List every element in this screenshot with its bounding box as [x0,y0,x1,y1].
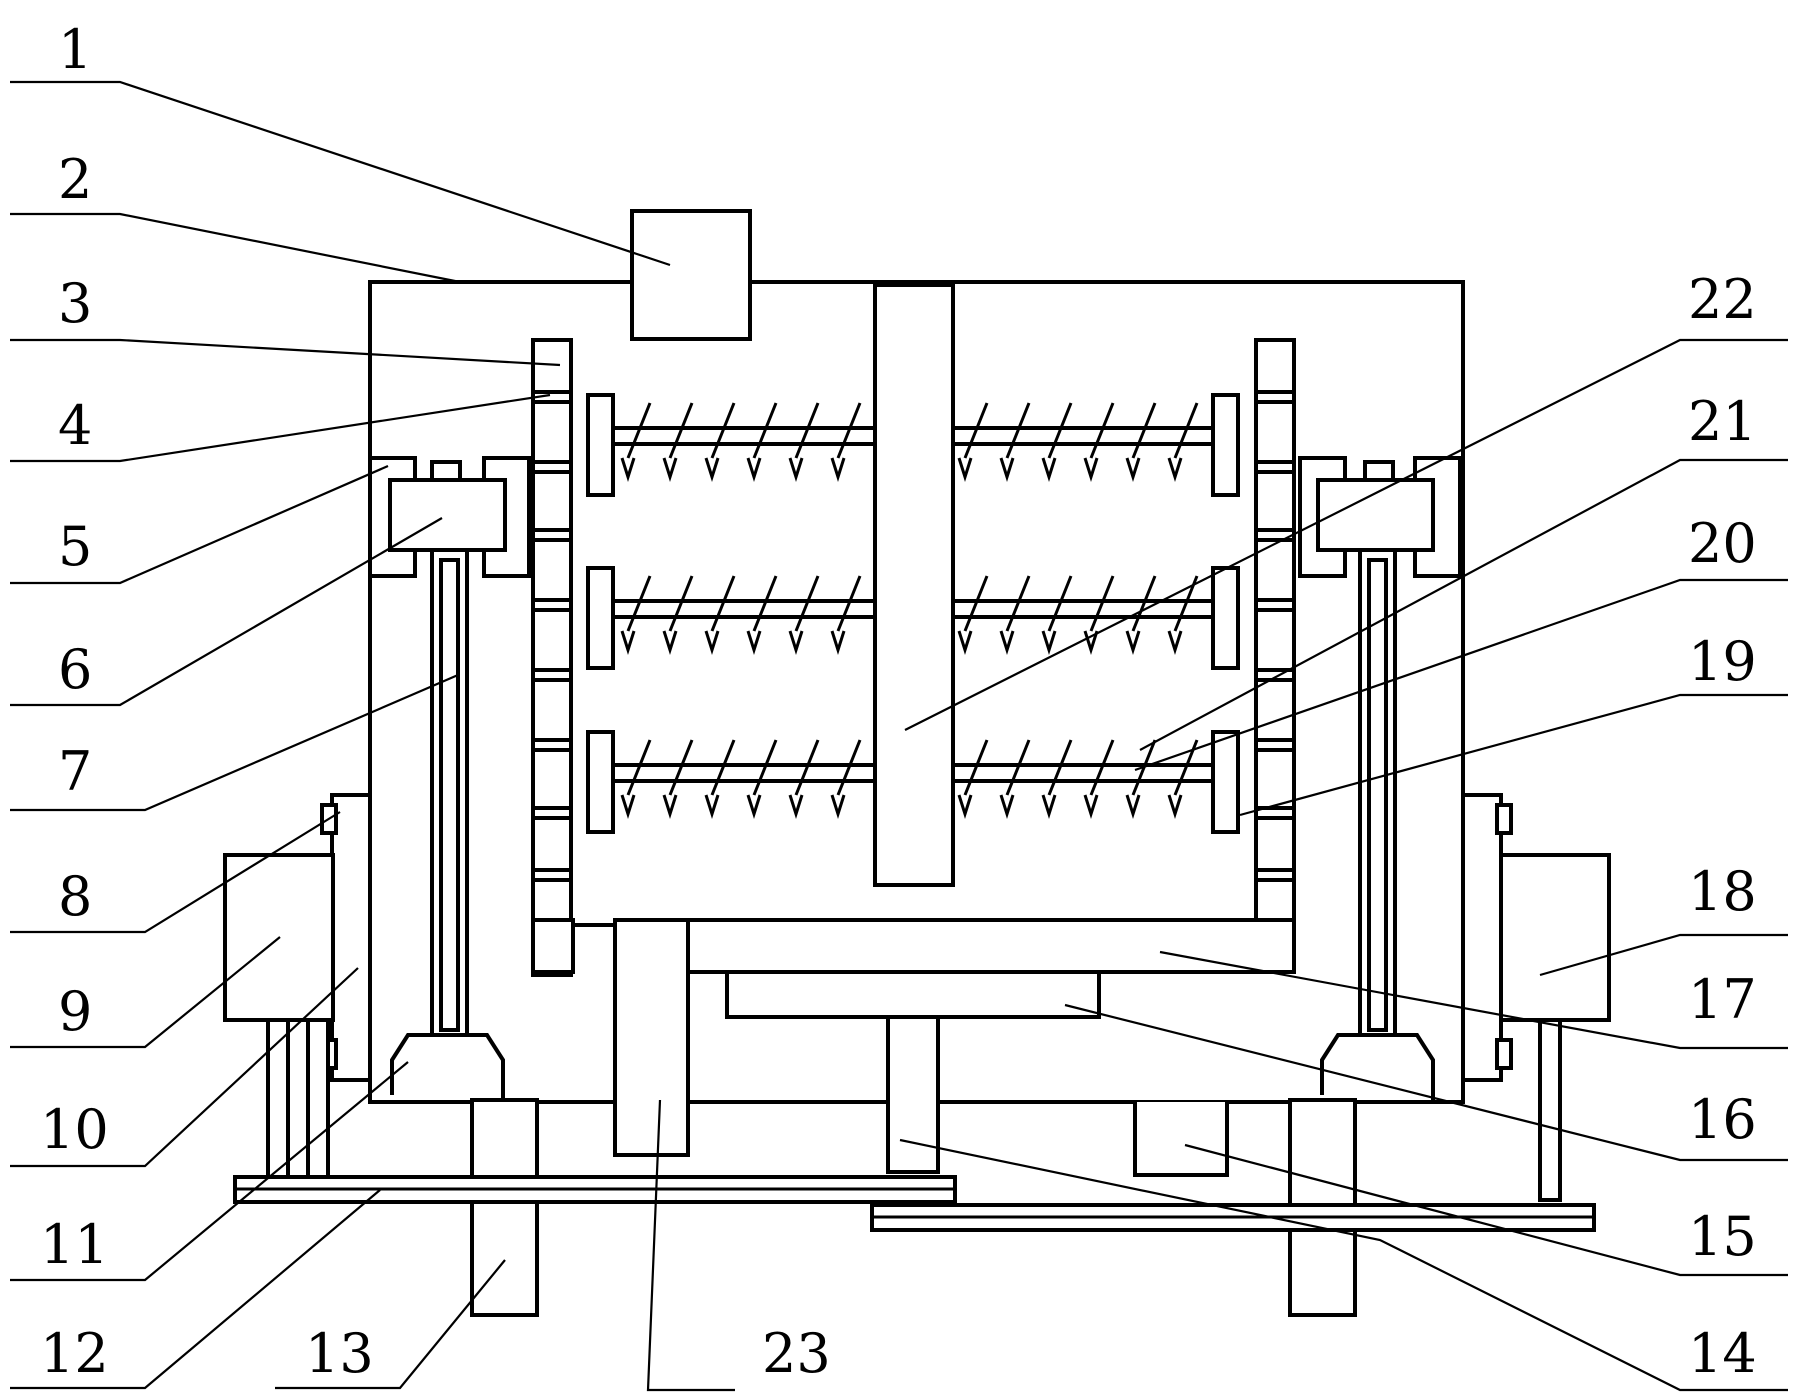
leader-lines [10,80,1788,1392]
helical-blade-0-10 [1125,402,1157,482]
helical-blade-1-2 [704,575,736,655]
helical-blade-2-1 [662,739,694,819]
central-shaft [873,283,955,887]
right-bolt-top [1495,803,1513,835]
label-3: 3 [58,272,92,335]
label-22: 22 [1688,268,1757,331]
right-rod-inner [1367,558,1388,1032]
helical-blade-1-5 [830,575,862,655]
helical-blade-2-4 [788,739,820,819]
helical-blade-1-7 [999,575,1031,655]
label-16: 16 [1688,1088,1757,1151]
left-motor-leg-b [306,1018,330,1182]
label-19: 19 [1688,630,1757,693]
left-hub-1 [586,566,615,670]
left-slider-6 [388,478,507,552]
helical-blade-0-8 [1041,402,1073,482]
label-5: 5 [58,515,92,578]
helical-blade-2-8 [1041,739,1073,819]
helical-blade-2-5 [830,739,862,819]
left-lower-frame [531,918,575,974]
label-18: 18 [1688,860,1757,923]
support-post [886,1015,940,1174]
label-12: 12 [40,1322,109,1385]
right-slider [1316,478,1435,552]
helical-blade-2-9 [1083,739,1115,819]
helical-blade-0-6 [957,402,989,482]
helical-blade-1-0 [620,575,652,655]
left-hub-2 [586,730,615,834]
label-7: 7 [58,740,92,803]
helical-blade-0-3 [746,402,778,482]
helical-blade-0-7 [999,402,1031,482]
helical-blade-2-0 [620,739,652,819]
helical-blade-2-2 [704,739,736,819]
helical-blade-2-3 [746,739,778,819]
helical-blade-0-11 [1167,402,1199,482]
label-1: 1 [58,18,92,81]
left-mount-plate-10 [330,793,372,1082]
right-rod-2 [951,763,1215,783]
part-labels: 1 2 3 4 5 6 7 8 9 10 11 12 13 23 22 21 2… [40,18,1757,1385]
label-15: 15 [1688,1205,1757,1268]
left-hub-0 [586,393,615,497]
label-4: 4 [58,394,92,457]
label-8: 8 [58,865,92,928]
right-rod-base [1320,1033,1435,1100]
label-9: 9 [58,980,92,1043]
top-motor [630,209,752,341]
right-slider-top [1363,460,1395,482]
helical-blade-2-7 [999,739,1031,819]
helical-blade-1-1 [662,575,694,655]
label-6: 6 [58,638,92,701]
left-rack-teeth [531,390,573,882]
left-post-13 [470,1098,539,1317]
plate-16 [725,970,1101,1019]
helical-blade-2-6 [957,739,989,819]
right-bolt-bottom [1495,1038,1513,1070]
label-10: 10 [40,1098,109,1161]
right-rod-1 [951,599,1215,619]
discharge-pipe-23 [613,918,690,1157]
left-slider-top [430,460,462,482]
label-20: 20 [1688,512,1757,575]
label-21: 21 [1688,390,1757,453]
right-rod-0 [951,426,1215,446]
left-rod-1 [611,599,877,619]
left-rod-inner [439,558,460,1032]
helical-blade-0-1 [662,402,694,482]
label-23: 23 [762,1322,831,1385]
label-17: 17 [1688,968,1757,1031]
label-11: 11 [40,1213,109,1276]
right-mount-plate [1461,793,1503,1082]
right-motor-leg [1538,1018,1562,1202]
left-rod-0 [611,426,877,446]
left-rod-base [390,1033,505,1100]
left-motor-leg-a [266,1018,290,1182]
label-14: 14 [1688,1322,1757,1385]
helical-blade-0-4 [788,402,820,482]
right-motor-18 [1499,853,1611,1022]
stir-rods [586,393,1240,834]
helical-blade-1-4 [788,575,820,655]
lower-connector-bar [686,918,1296,974]
left-rod-2 [611,763,877,783]
bottom-block-15 [1133,1102,1229,1177]
helical-blade-1-10 [1125,575,1157,655]
helical-blade-1-8 [1041,575,1073,655]
right-hub-1 [1211,566,1240,670]
helical-blade-1-3 [746,575,778,655]
right-hub-2 [1211,730,1240,834]
helical-blade-0-0 [620,402,652,482]
helical-blade-1-6 [957,575,989,655]
right-hub-0 [1211,393,1240,497]
helical-blade-0-2 [704,402,736,482]
helical-blade-0-9 [1083,402,1115,482]
label-13: 13 [305,1322,374,1385]
label-2: 2 [58,148,92,211]
helical-blade-0-5 [830,402,862,482]
